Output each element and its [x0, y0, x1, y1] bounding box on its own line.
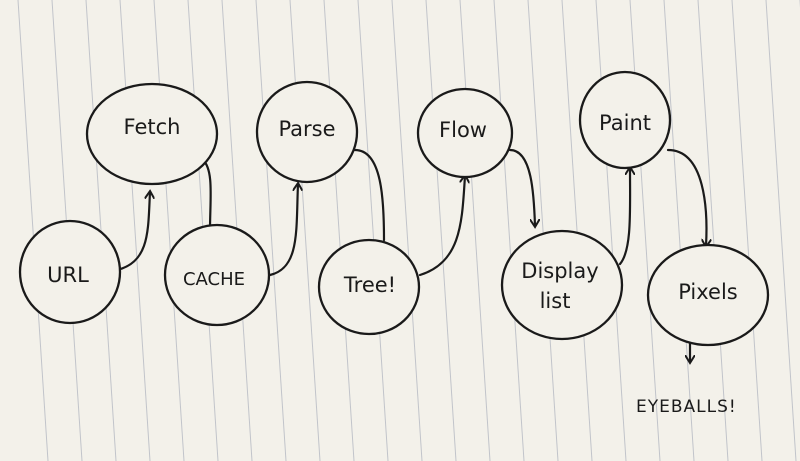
nodes [18, 70, 770, 347]
node-labels: URL Fetch CACHE Parse Tree! Flow Display… [47, 111, 738, 417]
arrow-cache-to-parse [268, 184, 298, 277]
ruled-line [595, 0, 627, 461]
node-display-circle [500, 229, 624, 341]
arrow-display-to-paint [618, 168, 630, 266]
ruled-line [527, 0, 559, 461]
arrow-paint-to-pixels [666, 148, 706, 246]
node-url-circle [18, 219, 122, 325]
node-display-label-line1: Display [521, 259, 598, 283]
node-pixels-label: Pixels [678, 280, 738, 304]
ruled-line [119, 0, 151, 461]
node-parse-label: Parse [278, 117, 335, 141]
node-paint-circle [578, 70, 672, 170]
connectors [115, 148, 706, 362]
ruled-lines [17, 0, 800, 461]
eyeballs-note: EYEBALLS! [636, 397, 737, 417]
ruled-line [289, 0, 321, 461]
node-tree-circle [317, 238, 421, 336]
ruled-line [255, 0, 287, 461]
ruled-line [765, 0, 797, 461]
node-pixels-circle [646, 243, 770, 347]
node-parse-circle [255, 80, 359, 184]
ruled-line [697, 0, 729, 461]
arrow-flow-to-display [508, 148, 535, 226]
ruled-line [561, 0, 593, 461]
ruled-line [731, 0, 763, 461]
ruled-line [663, 0, 695, 461]
node-fetch-label: Fetch [124, 115, 181, 139]
node-url-label: URL [47, 263, 89, 287]
node-display-label-line2: list [540, 289, 571, 313]
ruled-line [357, 0, 389, 461]
arrow-url-to-fetch [115, 192, 150, 272]
ruled-line [17, 0, 49, 461]
ruled-line [493, 0, 525, 461]
node-flow-label: Flow [439, 118, 487, 142]
ruled-line [459, 0, 491, 461]
ruled-line [391, 0, 423, 461]
ruled-line [425, 0, 457, 461]
ruled-line [153, 0, 185, 461]
node-cache-circle [163, 223, 271, 327]
ruled-line [323, 0, 355, 461]
node-flow-circle [416, 87, 514, 179]
arrow-tree-to-flow [418, 176, 465, 277]
node-cache-label: CACHE [183, 269, 245, 290]
connector-parse-to-tree [353, 148, 386, 242]
node-tree-label: Tree! [343, 273, 396, 297]
node-fetch-circle [85, 82, 219, 186]
node-paint-label: Paint [599, 111, 651, 135]
